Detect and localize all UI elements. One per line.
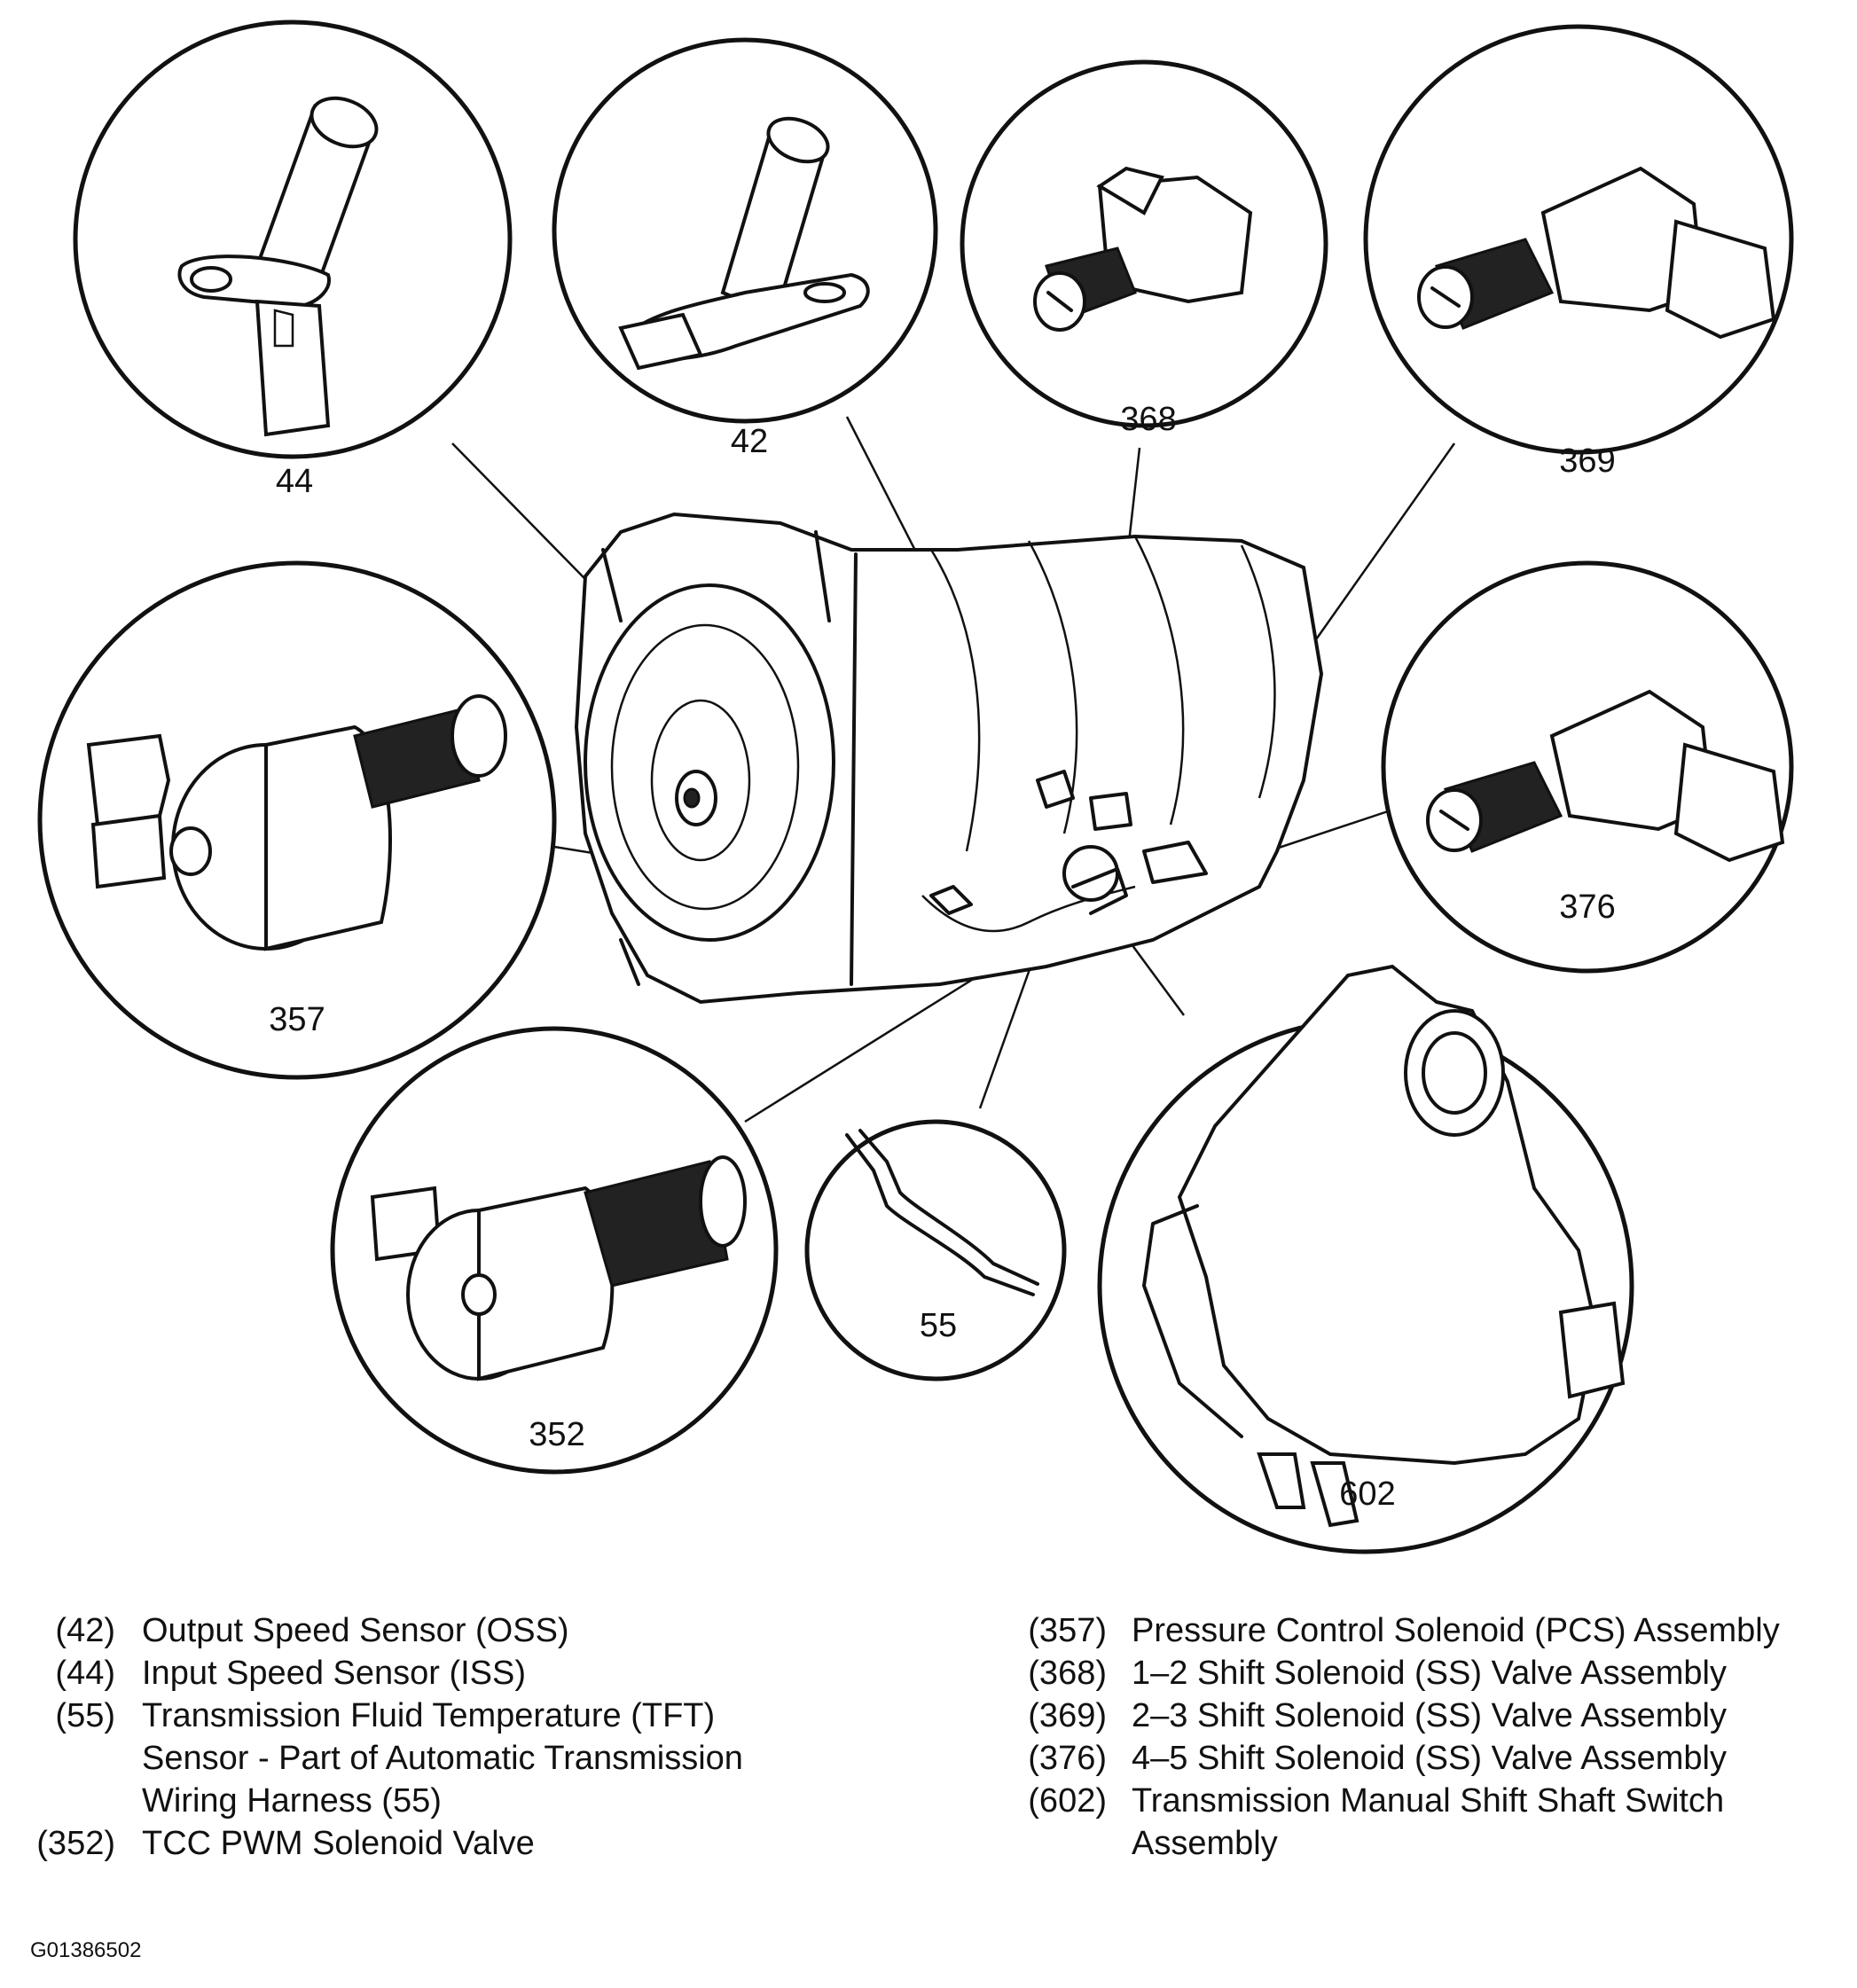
- legend-item-55: (55) Transmission Fluid Temperature (TFT…: [27, 1694, 869, 1822]
- legend-item-376: (376) 4–5 Shift Solenoid (SS) Valve Asse…: [1002, 1737, 1845, 1780]
- callout-circle-369: 369: [1363, 24, 1794, 480]
- callout-label-602: 602: [1339, 1475, 1395, 1513]
- callout-circle-42: 42: [552, 37, 938, 460]
- tcc-pwm-solenoid-illustration: [370, 1155, 747, 1381]
- legend-item-352: (352) TCC PWM Solenoid Valve: [27, 1822, 869, 1865]
- legend-number: (44): [55, 1655, 115, 1692]
- transmission-assembly: [574, 512, 1324, 1005]
- input-speed-sensor-illustration: [177, 96, 379, 437]
- callout-label-44: 44: [276, 463, 313, 500]
- callout-label-352: 352: [529, 1416, 584, 1453]
- tft-sensor-illustration: [845, 1129, 1039, 1296]
- legend-number: (42): [55, 1612, 115, 1649]
- legend-item-602: (602) Transmission Manual Shift Shaft Sw…: [1002, 1780, 1845, 1865]
- legend-description: Output Speed Sensor (OSS): [142, 1612, 569, 1649]
- output-speed-sensor-illustration: [618, 116, 870, 371]
- callout-circle-376: 376: [1381, 560, 1794, 974]
- callout-label-55: 55: [920, 1307, 957, 1344]
- shift-solenoid-1-2-illustration: [1033, 166, 1253, 332]
- callout-circle-602: 602: [1097, 964, 1634, 1554]
- callout-circle-357: 357: [37, 560, 557, 1080]
- legend-description: 2–3 Shift Solenoid (SS) Valve Assembly: [1132, 1697, 1727, 1734]
- legend-item-369: (369) 2–3 Shift Solenoid (SS) Valve Asse…: [1002, 1694, 1845, 1737]
- legend-number: (369): [1028, 1697, 1107, 1734]
- legend-number: (602): [1028, 1782, 1107, 1820]
- figure-id: G01386502: [30, 1938, 142, 1962]
- legend-description: Transmission Fluid Temperature (TFT) Sen…: [142, 1697, 743, 1820]
- legend-description: 1–2 Shift Solenoid (SS) Valve Assembly: [1132, 1655, 1727, 1692]
- legend-right-column: (357) Pressure Control Solenoid (PCS) As…: [1002, 1609, 1845, 1865]
- legend-description: Transmission Manual Shift Shaft Switch A…: [1132, 1782, 1725, 1862]
- legend-description: 4–5 Shift Solenoid (SS) Valve Assembly: [1132, 1740, 1727, 1777]
- legend-number: (352): [36, 1825, 115, 1862]
- legend-item-42: (42) Output Speed Sensor (OSS): [27, 1609, 869, 1652]
- legend-number: (376): [1028, 1740, 1107, 1777]
- callout-circle-44: 44: [73, 20, 513, 500]
- legend-number: (55): [55, 1697, 115, 1734]
- transmission-component-diagram: 44 42 368: [37, 20, 1794, 1554]
- shift-solenoid-4-5-illustration: [1426, 689, 1785, 863]
- pressure-control-solenoid-illustration: [86, 694, 507, 951]
- legend-item-357: (357) Pressure Control Solenoid (PCS) As…: [1002, 1609, 1845, 1652]
- legend-item-368: (368) 1–2 Shift Solenoid (SS) Valve Asse…: [1002, 1652, 1845, 1694]
- callout-label-376: 376: [1559, 888, 1615, 926]
- legend-description: TCC PWM Solenoid Valve: [142, 1825, 535, 1862]
- callout-label-369: 369: [1559, 442, 1615, 480]
- manual-shift-shaft-switch-illustration: [1142, 964, 1626, 1528]
- callout-label-368: 368: [1120, 401, 1176, 438]
- legend-left-column: (42) Output Speed Sensor (OSS) (44) Inpu…: [27, 1609, 869, 1865]
- legend-description: Pressure Control Solenoid (PCS) Assembly: [1132, 1612, 1780, 1649]
- shift-solenoid-2-3-illustration: [1417, 166, 1776, 340]
- callout-label-357: 357: [269, 1001, 325, 1038]
- legend-description: Input Speed Sensor (ISS): [142, 1655, 527, 1692]
- callout-circle-368: 368: [960, 59, 1328, 438]
- legend-number: (357): [1028, 1612, 1107, 1649]
- callout-label-42: 42: [731, 423, 768, 460]
- legend-item-44: (44) Input Speed Sensor (ISS): [27, 1652, 869, 1694]
- callout-circle-352: 352: [330, 1026, 779, 1475]
- legend-number: (368): [1028, 1655, 1107, 1692]
- callout-circle-55: 55: [804, 1119, 1067, 1381]
